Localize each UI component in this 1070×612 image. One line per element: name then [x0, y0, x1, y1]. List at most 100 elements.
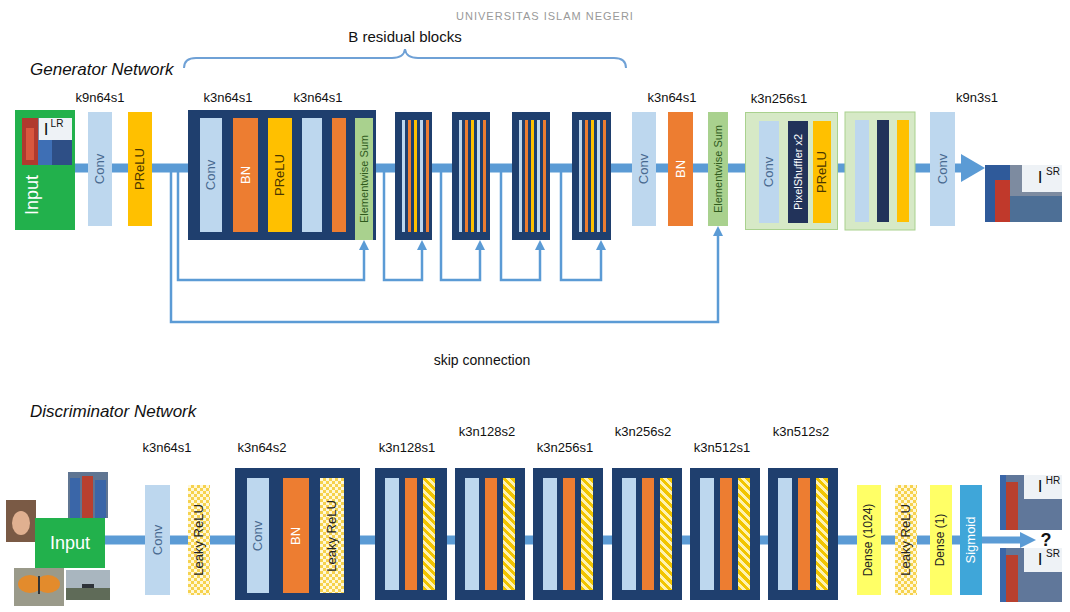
image-patch: [38, 576, 40, 594]
output-image: ISR: [1000, 548, 1062, 602]
image-patch: [1024, 548, 1062, 572]
image-ground: [14, 568, 64, 606]
image-symbol: I: [44, 120, 49, 140]
layer-name: Conv: [637, 154, 652, 184]
layer-name: Elementwise Sum: [358, 135, 371, 223]
conv-layer: k9n3s1Conv: [930, 112, 955, 226]
skip-heads: [417, 240, 606, 250]
image-patch: [1006, 555, 1018, 602]
output-arrow: [982, 537, 1021, 544]
image-patch: [82, 476, 93, 518]
leakyrelu-layer: Leaky ReLU: [320, 478, 344, 593]
layer-name: PReLU: [273, 154, 288, 196]
layer-stripe: [897, 120, 909, 222]
residual-block: [395, 112, 432, 240]
arrowhead: [535, 240, 545, 250]
layer-name: Elementwise Sum: [712, 125, 725, 213]
conv-block: k3n64s2ConvBNLeaky ReLU: [235, 468, 360, 600]
prelu-layer: PReLU: [813, 121, 831, 223]
image-symbol: LR: [51, 118, 64, 130]
layer-spec: k3n512s1: [694, 441, 750, 456]
image-ground: [6, 500, 36, 542]
lr-image: [22, 118, 72, 165]
layer-stripe: [525, 120, 528, 232]
residual-block: [452, 112, 490, 240]
data-flow-arrow: [881, 536, 895, 545]
image-symbol: I: [1038, 477, 1043, 497]
layer-stripe: [537, 120, 540, 232]
layer-name: Conv: [93, 154, 108, 184]
image-patch: [995, 180, 1010, 222]
layer-name: PixelShuffler x2: [792, 134, 805, 210]
layer-stripe: [579, 120, 582, 232]
prelu-layer: PReLU: [128, 112, 152, 226]
image-patch: [95, 480, 106, 518]
data-flow-arrow: [682, 536, 690, 545]
data-flow-arrow: [656, 164, 668, 173]
training-images: [6, 472, 110, 606]
conv-layer: k9n64s1Conv: [88, 112, 112, 226]
conv-block: k3n128s1: [375, 468, 447, 600]
layer-name: BN: [673, 160, 688, 178]
image-patch: [12, 511, 30, 535]
layer-stripe: [471, 120, 474, 232]
upsample-block-ground: [845, 112, 915, 230]
prelu-layer: PReLU: [268, 118, 292, 232]
layer-spec: k3n64s2: [237, 441, 286, 456]
layer-stripe: [465, 120, 468, 232]
image-symbol: I: [1038, 550, 1043, 570]
data-flow-arrow: [952, 536, 960, 545]
layer-name: PReLU: [815, 151, 830, 193]
conv-block: k3n512s1: [690, 468, 760, 600]
image-ground: [22, 118, 72, 165]
input-box: Input: [35, 518, 105, 568]
layer-spec: k3n128s2: [459, 425, 515, 440]
arrowhead: [475, 240, 485, 250]
curly-brace: [184, 49, 626, 68]
layer-spec: k9n64s1: [75, 91, 124, 106]
conv-block: k3n512s2: [768, 468, 838, 600]
data-flow-arrow: [525, 536, 533, 545]
dense-layer: Dense (1): [930, 485, 952, 595]
image-patch: [38, 140, 52, 165]
upsample-block: k3n256s1ConvPixelShuffler x2PReLU: [745, 112, 838, 230]
conv-layer: Conv: [200, 118, 222, 232]
image-patch: [82, 584, 94, 588]
image-patch: [36, 575, 60, 593]
layer-name: Conv: [251, 520, 266, 550]
input-box: ILRInput: [15, 110, 75, 230]
image-patch: [26, 128, 34, 160]
conv-layer: k3n64s1Conv: [632, 112, 656, 226]
layer-name: BN: [289, 526, 304, 544]
layer-spec: k3n64s1: [203, 91, 252, 106]
skip-line: [384, 172, 422, 280]
layer-stripe: [531, 120, 534, 232]
layer-name: Conv: [150, 525, 165, 555]
layer-stripe: [585, 120, 588, 232]
image-patch: [52, 140, 72, 165]
layer-name: Conv: [762, 157, 777, 187]
data-flow-arrow: [955, 164, 961, 173]
conv-block: k3n256s2: [612, 468, 682, 600]
layer-name: Dense (1): [934, 514, 948, 567]
image-ground: [66, 570, 110, 600]
skip-lines: [384, 172, 601, 280]
layer-stripe: [877, 120, 889, 222]
layer-stripe: [414, 120, 417, 232]
image-patch: [39, 118, 72, 140]
layer-stripe: [420, 120, 423, 232]
image-symbol: I: [1038, 168, 1043, 188]
leakyrelu-layer: Leaky ReLU: [895, 485, 917, 595]
conv-block: k3n256s1: [533, 468, 603, 600]
image-patch: [66, 588, 110, 600]
image-patch: [1000, 475, 1006, 530]
section-title: Discriminator Network: [30, 402, 196, 422]
residual-block: [572, 112, 611, 240]
layer-spec: k9n3s1: [956, 91, 998, 106]
output-image: ISR: [985, 165, 1062, 222]
skip-line: [501, 172, 540, 280]
section-title: Generator Network: [30, 60, 174, 80]
image-ground: [1000, 548, 1062, 602]
elementwise-sum: Elementwise Sum: [355, 118, 373, 240]
